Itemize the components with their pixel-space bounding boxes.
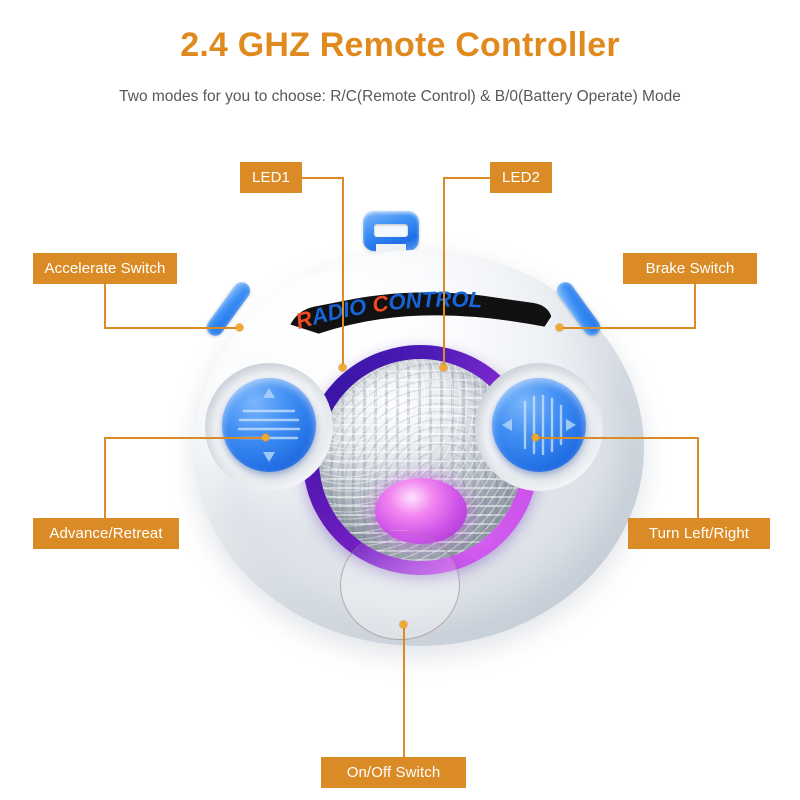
callout-on-off-switch[interactable]: On/Off Switch [321,757,466,788]
leader-brake-h [560,327,696,329]
turn-left-right-joystick[interactable] [492,378,586,472]
leader-advance-h [104,437,268,439]
callout-accelerate-switch[interactable]: Accelerate Switch [33,253,177,284]
advance-retreat-joystick-well [205,363,333,491]
callout-brake-switch[interactable]: Brake Switch [623,253,757,284]
leader-turn-v [697,437,699,519]
leader-dot-led2 [440,364,447,371]
leader-accelerate-v [104,283,106,328]
advance-retreat-joystick[interactable] [222,378,316,472]
turn-left-right-joystick-well [475,363,603,491]
svg-text:RADIO CONTROL: RADIO CONTROL [292,285,484,334]
leader-dot-led1 [339,364,346,371]
radio-control-logo: RADIO CONTROL [287,285,553,340]
leader-accelerate-h [104,327,242,329]
leader-onoff-v [403,625,405,758]
leader-dot-accelerate [236,324,243,331]
page-subtitle: Two modes for you to choose: R/C(Remote … [119,88,681,105]
leader-brake-v [694,283,696,328]
leader-dot-advance [262,434,269,441]
leader-led2-v [443,177,445,367]
leader-turn-h [536,437,699,439]
leader-dot-turn [532,434,539,441]
callout-led2[interactable]: LED2 [490,162,552,193]
callout-advance-retreat[interactable]: Advance/Retreat [33,518,179,549]
page-title: 2.4 GHZ Remote Controller [180,26,620,64]
callout-turn-left-right[interactable]: Turn Left/Right [628,518,770,549]
leader-advance-v [104,437,106,519]
leader-dot-brake [556,324,563,331]
remote-controller-illustration: RADIO CONTROL [180,200,660,660]
leader-dot-onoff [400,621,407,628]
callout-led1[interactable]: LED1 [240,162,302,193]
leader-led2-h [443,177,490,179]
leader-led1-h [302,177,344,179]
leader-led1-v [342,177,344,367]
